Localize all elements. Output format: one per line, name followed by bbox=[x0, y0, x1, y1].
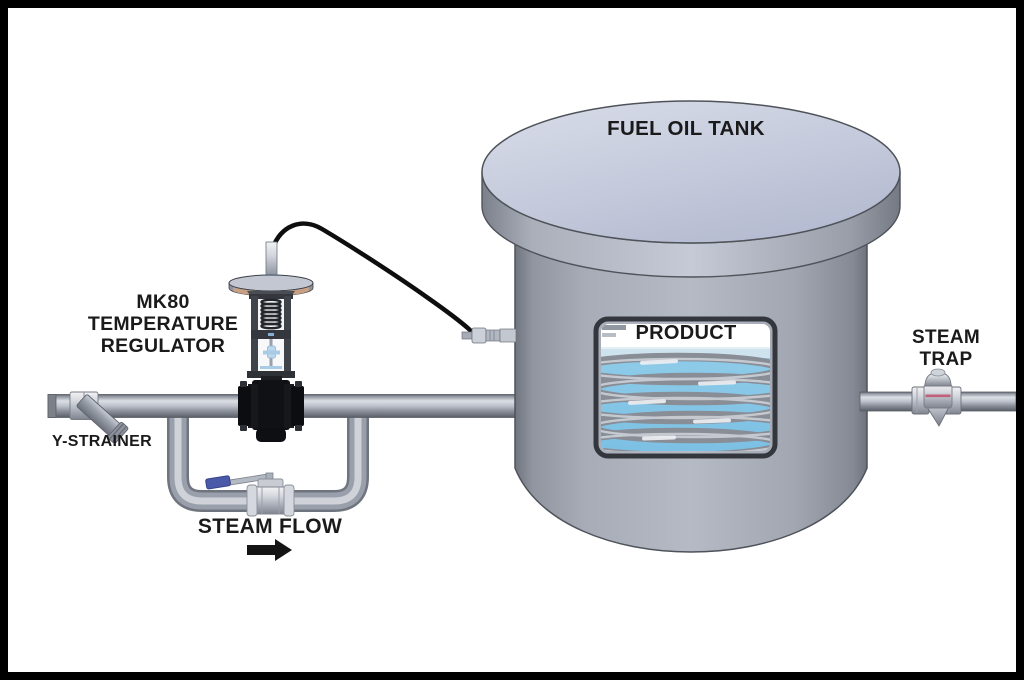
regulator-label: MK80 TEMPERATURE REGULATOR bbox=[87, 291, 239, 357]
product-label: PRODUCT bbox=[635, 322, 737, 344]
steam-trap bbox=[911, 368, 962, 427]
mk80-regulator bbox=[228, 241, 314, 378]
flow-arrow bbox=[247, 539, 292, 561]
y-strainer bbox=[76, 394, 129, 444]
regulator-valve-body bbox=[238, 376, 304, 442]
steam-flow-label: STEAM FLOW bbox=[197, 515, 343, 538]
fuel-oil-tank-label: FUEL OIL TANK bbox=[607, 117, 765, 140]
steam-trap-label: STEAM TRAP bbox=[912, 327, 980, 370]
product-window bbox=[593, 316, 778, 459]
bypass-ball-valve bbox=[205, 472, 295, 517]
fuel-oil-tank bbox=[461, 100, 901, 553]
coil-inlet-stub bbox=[602, 325, 626, 330]
y-strainer-label: Y-STRAINER bbox=[52, 433, 152, 450]
spring-coil bbox=[260, 298, 282, 330]
temperature-sensor-fitting bbox=[461, 327, 517, 344]
ball-valve-handle bbox=[205, 473, 271, 490]
tank-lid bbox=[481, 100, 901, 278]
heating-coil bbox=[601, 352, 770, 451]
capillary-cable bbox=[270, 221, 473, 333]
pipe-end-cap bbox=[47, 394, 57, 418]
